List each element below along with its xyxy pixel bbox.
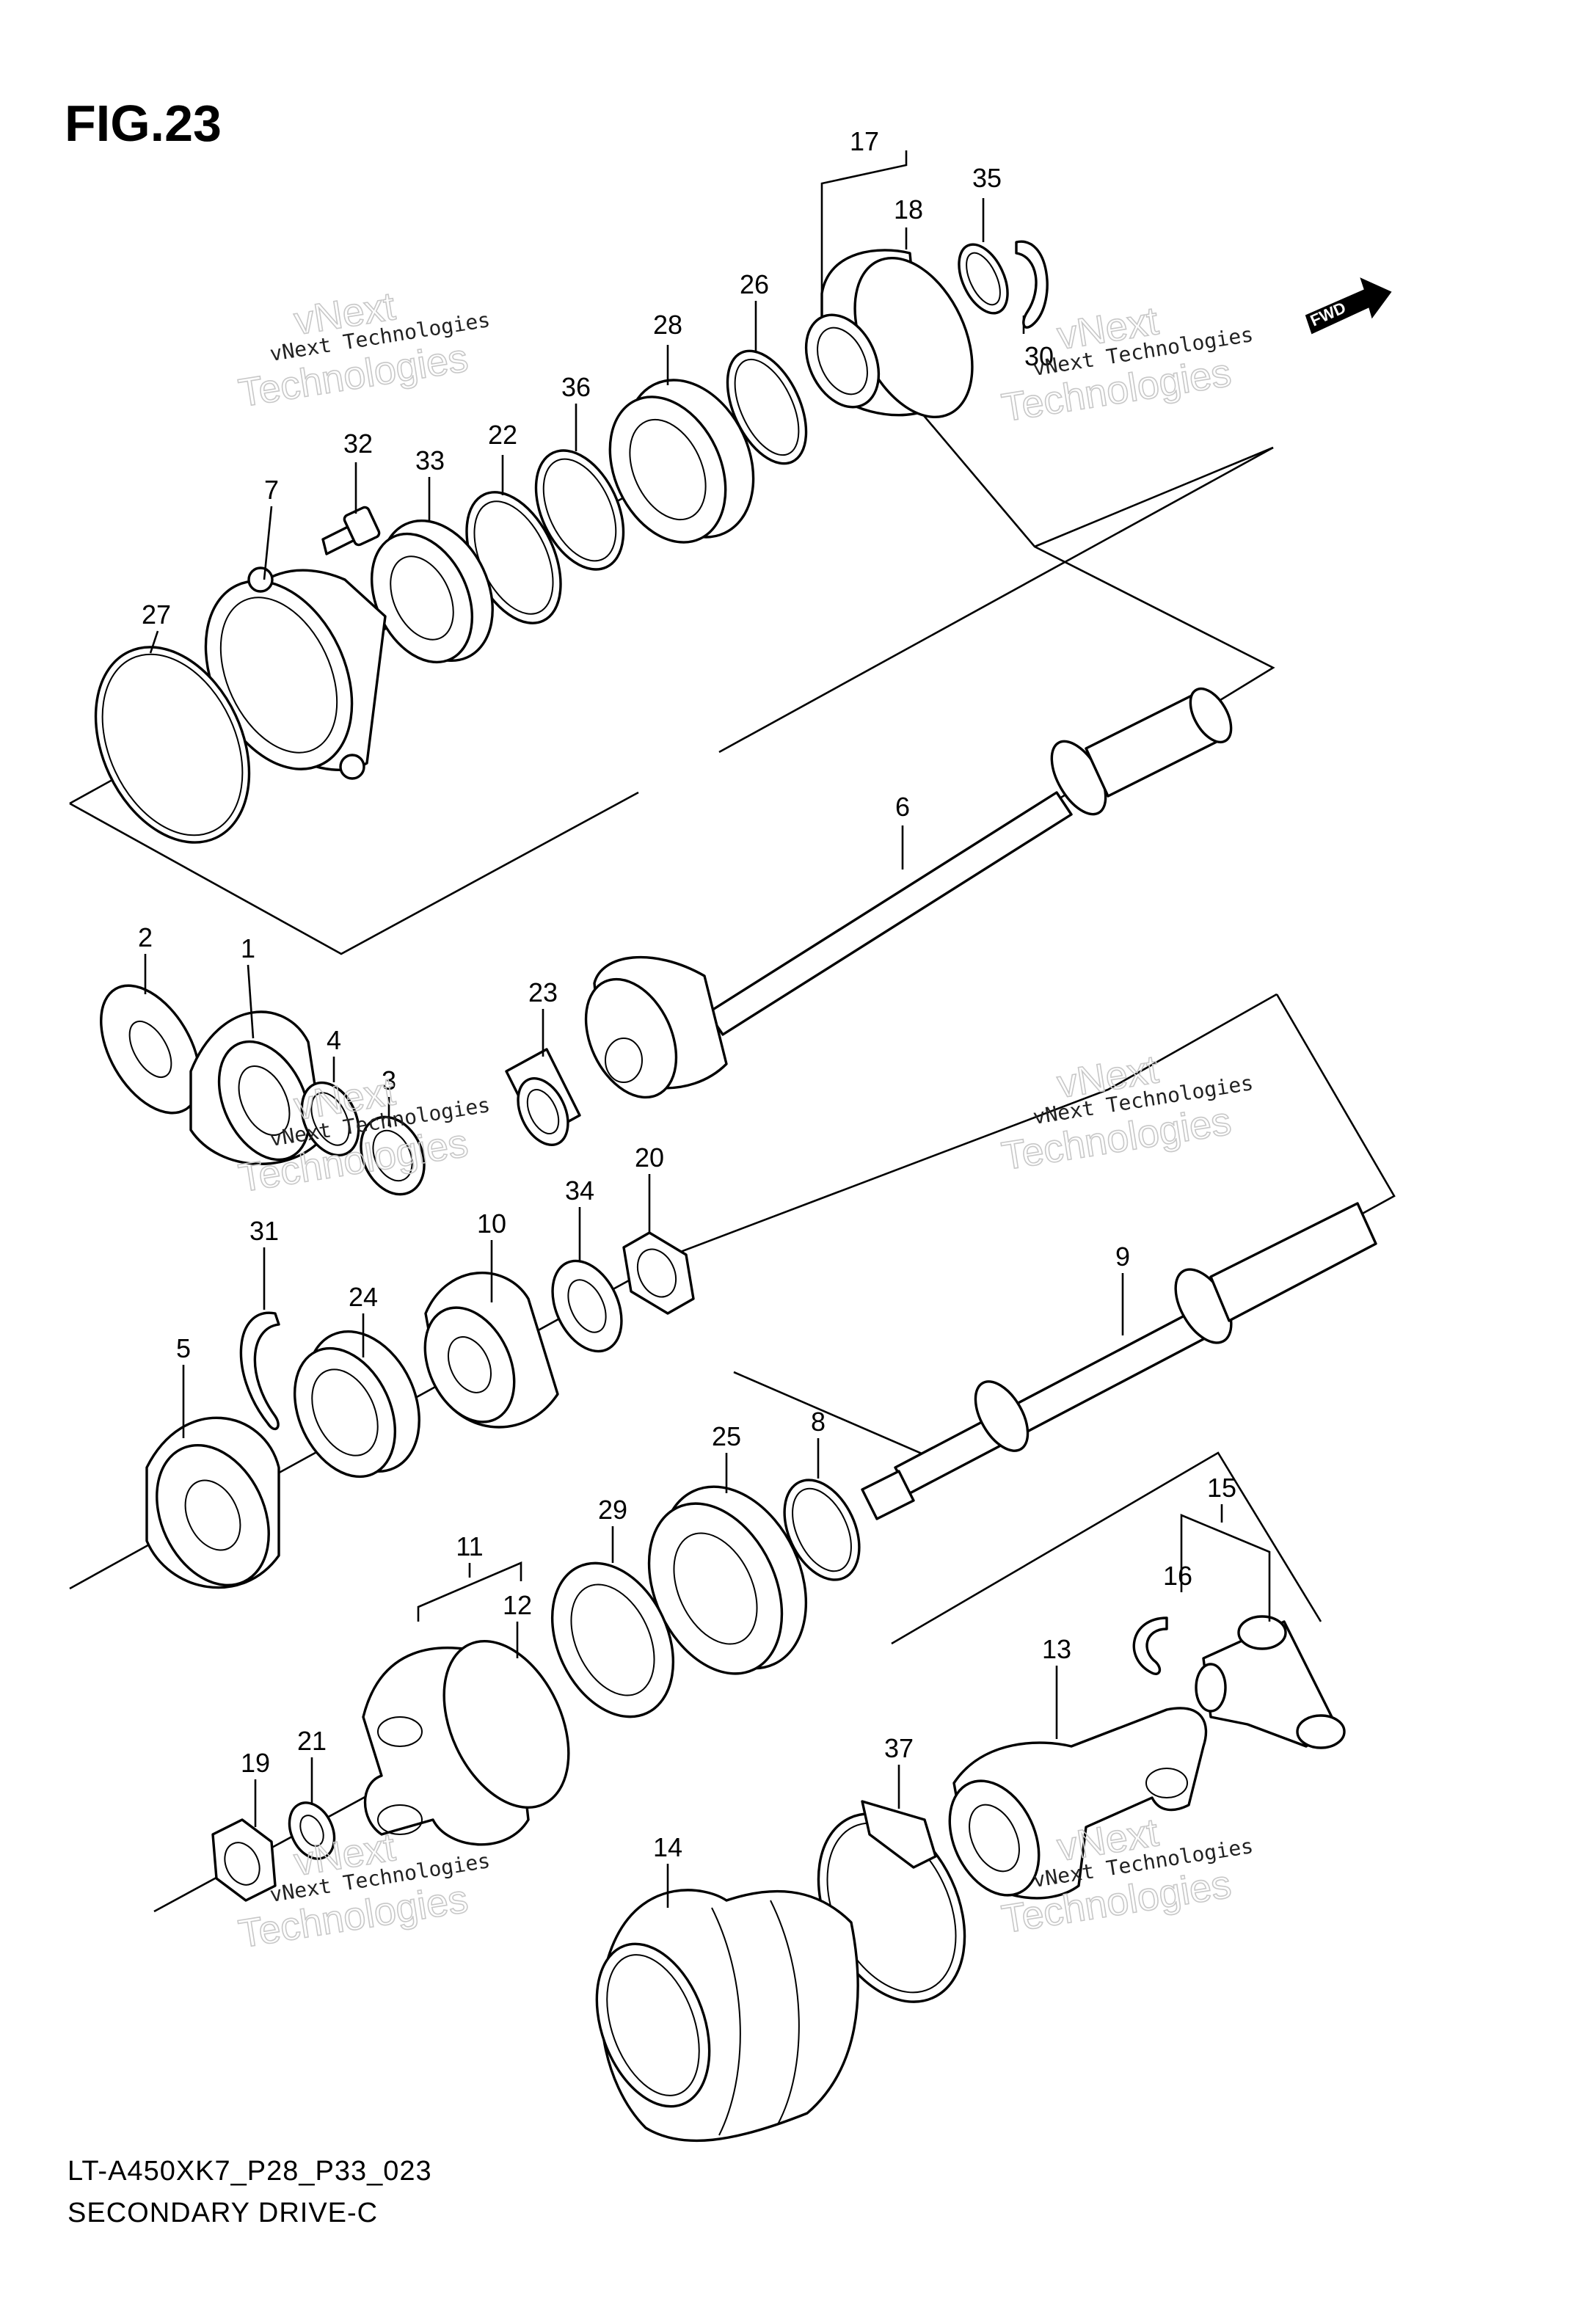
callout-3: 3 [382,1065,396,1095]
fwd-arrow-icon: FWD [1305,277,1392,335]
callout-35: 35 [972,163,1002,193]
part-27-o-ring [94,646,251,844]
callout-8: 8 [811,1407,826,1437]
callout-labels: 17 18 35 30 26 28 36 22 33 32 7 27 6 2 1… [138,126,1236,1862]
part-13-yoke [948,1707,1208,1900]
callout-33: 33 [415,445,445,475]
part-30-snap-ring [1015,240,1049,329]
part-19-nut [211,1818,277,1902]
watermark-2: vNext vNext Technologies Technologies [998,298,1255,430]
callout-23: 23 [528,977,558,1007]
callout-9: 9 [1115,1242,1130,1272]
leader-lines [144,150,1271,1908]
part-16-circlip [1132,1616,1168,1675]
part-18-bearing-housing [804,249,974,419]
part-4-shim [300,1081,360,1157]
callout-37: 37 [884,1733,914,1763]
callout-25: 25 [712,1421,741,1451]
figure-title: FIG.23 [65,95,222,152]
watermark-4: vNext vNext Technologies Technologies [998,1046,1255,1178]
callout-26: 26 [740,269,769,299]
callout-14: 14 [653,1832,682,1862]
part-21-washer [288,1801,336,1860]
part-24-roller-bearing [293,1330,420,1479]
callout-2: 2 [138,922,153,952]
callout-28: 28 [653,310,682,340]
watermarks: vNext vNext Technologies Technologies vN… [235,283,1255,1956]
callout-18: 18 [894,194,923,225]
callout-32: 32 [343,429,373,459]
callout-20: 20 [635,1142,664,1173]
part-36-circlip [534,449,625,571]
part-33-bearing [370,519,494,664]
callout-24: 24 [349,1282,378,1312]
callout-34: 34 [565,1175,594,1206]
callout-4: 4 [327,1025,341,1055]
callout-17: 17 [850,126,879,156]
callout-1: 1 [241,933,255,963]
callout-15: 15 [1207,1473,1236,1503]
part-15-universal-joint [1195,1615,1346,1749]
callout-13: 13 [1042,1634,1071,1664]
callout-12: 12 [503,1590,532,1620]
part-2-washer [100,984,201,1115]
callout-16: 16 [1163,1561,1192,1591]
part-3-spacer [360,1115,426,1196]
callout-36: 36 [561,372,591,402]
watermark-1: vNext vNext Technologies Technologies [235,283,492,415]
callout-11: 11 [456,1531,483,1561]
callout-29: 29 [598,1495,627,1525]
part-29-oil-seal [550,1561,675,1718]
part-8-shim [783,1479,861,1581]
part-35-circlip [958,243,1009,315]
part-20-nut [622,1231,695,1315]
callout-21: 21 [297,1726,327,1756]
callout-30: 30 [1024,341,1054,371]
model-code: LT-A450XK7_P28_P33_023 [68,2156,432,2187]
callout-27: 27 [142,599,171,630]
part-7-bearing-case [204,566,387,780]
callout-5: 5 [176,1333,191,1363]
part-10-bevel-gear [423,1272,559,1429]
callout-6: 6 [895,792,910,822]
part-5-bevel-gear [145,1416,280,1589]
part-1-bevel-gear [189,1010,324,1165]
part-34-washer [551,1259,623,1353]
part-9-shaft [861,1202,1377,1520]
watermark-3: vNext vNext Technologies Technologies [235,1068,492,1200]
part-6-shaft [584,687,1233,1099]
section-name: SECONDARY DRIVE-C [68,2198,379,2228]
callout-31: 31 [249,1216,279,1246]
callout-7: 7 [264,475,279,505]
callout-19: 19 [241,1748,270,1778]
part-23-needle-bearing [505,1048,581,1147]
part-28-bearing [608,379,755,544]
part-31-circlip [239,1311,280,1431]
part-12-coupling [362,1640,570,1846]
callout-10: 10 [477,1208,506,1239]
part-32-bolt [321,506,381,555]
part-14-boot [595,1889,859,2143]
callout-22: 22 [488,420,517,450]
part-25-ball-bearing [647,1485,808,1675]
